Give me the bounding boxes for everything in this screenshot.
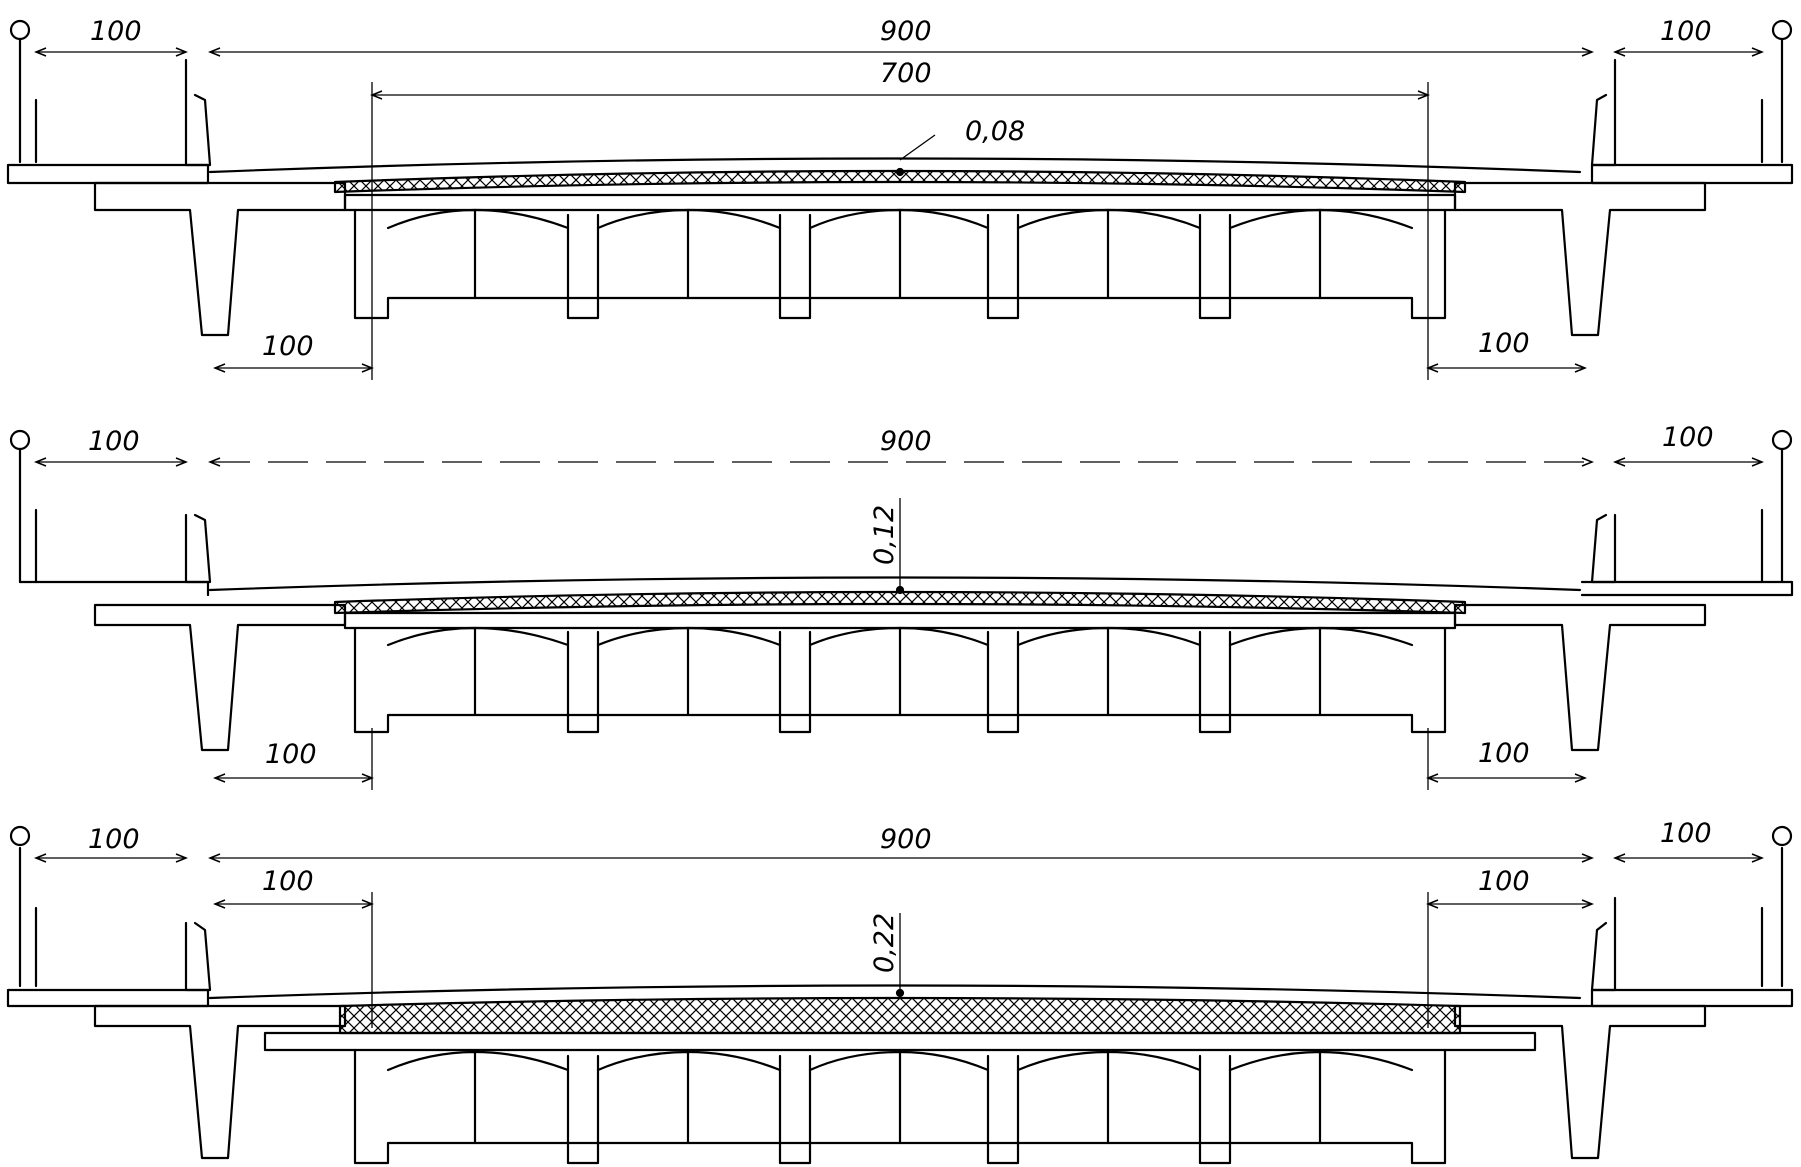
- structure: [9, 429, 1794, 752]
- dim-left-lower: 100: [262, 331, 314, 362]
- dim-total-width: 900: [880, 824, 932, 855]
- dim-right-inner: 100: [1478, 866, 1530, 897]
- dim-thickness: 0,08: [965, 116, 1025, 147]
- dim-right-lower: 100: [1478, 328, 1530, 359]
- dim-thickness: 0,22: [869, 913, 900, 973]
- dimension-lines: [36, 52, 1762, 380]
- dim-thickness: 0,12: [869, 505, 900, 565]
- section-3: 100 900 100 100 100 0,22: [6, 818, 1794, 1165]
- dim-right-lower: 100: [1478, 738, 1530, 769]
- dim-right-sidewalk: 100: [1660, 818, 1712, 849]
- dimension-lines: [36, 858, 1762, 1028]
- structure: [6, 19, 1794, 337]
- dim-left-inner: 100: [262, 866, 314, 897]
- dim-left-sidewalk: 100: [90, 16, 142, 47]
- dim-left-lower: 100: [265, 739, 317, 770]
- structure: [6, 825, 1794, 1165]
- section-1: 100 900 700 100 0,08 100 100: [6, 16, 1794, 380]
- dim-total-width: 900: [880, 426, 932, 457]
- dim-left-sidewalk: 100: [88, 824, 140, 855]
- dim-right-sidewalk: 100: [1662, 422, 1714, 453]
- dim-total-width: 900: [880, 16, 932, 47]
- dim-inner-width: 700: [880, 58, 932, 89]
- dim-right-sidewalk: 100: [1660, 16, 1712, 47]
- dimension-lines: [36, 462, 1762, 790]
- dim-left-sidewalk: 100: [88, 426, 140, 457]
- section-2: 100 900 100 0,12 100 100: [9, 422, 1794, 790]
